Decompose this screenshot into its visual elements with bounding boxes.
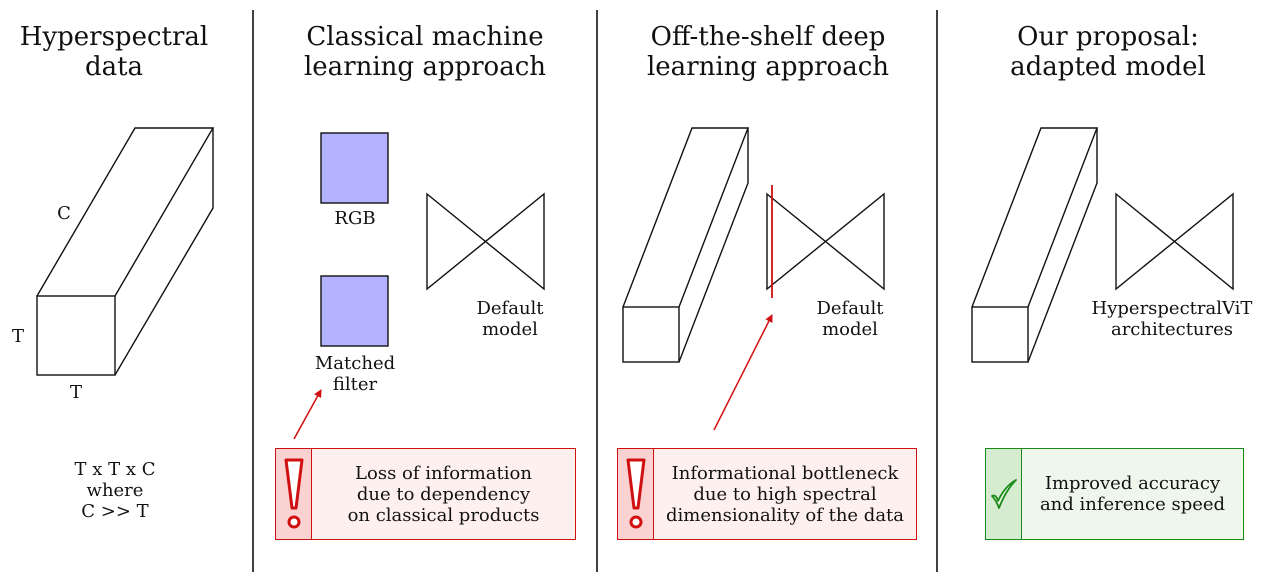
label-rgb: RGB xyxy=(334,208,376,229)
success-text-proposal: Improved accuracy and inference speed xyxy=(1039,473,1226,515)
panel-title-classical: Classical machine learning approach xyxy=(303,22,547,82)
exclamation-icon xyxy=(284,458,303,529)
thin-cube-proposal xyxy=(971,127,1099,363)
dimension-formula: T x T x C where C >> T xyxy=(74,459,156,522)
matched-filter-square xyxy=(320,275,389,347)
default-model-icon-classical xyxy=(426,192,545,291)
warning-box-deep: Informational bottleneck due to high spe… xyxy=(617,448,917,540)
warning-box-classical: Loss of information due to dependency on… xyxy=(275,448,576,540)
warning-side-deep xyxy=(618,449,654,539)
label-t-side: T xyxy=(11,326,24,347)
arrow-to-bottleneck xyxy=(713,314,773,431)
exclamation-icon xyxy=(626,458,645,529)
label-matched-filter: Matched filter xyxy=(314,353,396,395)
label-t-bottom: T xyxy=(69,382,82,403)
thin-cube-deep xyxy=(622,127,750,363)
arrow-to-matched-filter xyxy=(293,389,322,440)
warning-text-classical: Loss of information due to dependency on… xyxy=(347,462,540,526)
panel-title-proposal: Our proposal: adapted model xyxy=(1010,22,1206,82)
hyperspectral-cube xyxy=(36,127,215,376)
label-c: C xyxy=(57,203,71,224)
success-box-proposal: Improved accuracy and inference speed xyxy=(985,448,1244,540)
warning-side-classical xyxy=(276,449,312,539)
hyperspectralvit-model-icon xyxy=(1115,192,1234,291)
panel-title-hyperspectral: Hyperspectral data xyxy=(19,22,209,82)
label-default-model-classical: Default model xyxy=(476,298,544,340)
rgb-square xyxy=(320,132,389,204)
warning-text-deep: Informational bottleneck due to high spe… xyxy=(665,462,905,526)
checkmark-icon xyxy=(990,479,1017,509)
default-model-icon-deep xyxy=(766,192,885,291)
label-default-model-deep: Default model xyxy=(816,298,884,340)
panel-title-deep: Off-the-shelf deep learning approach xyxy=(646,22,890,82)
label-hyperspectralvit: HyperspectralViT architectures xyxy=(1091,298,1253,340)
success-side-proposal xyxy=(986,449,1022,539)
